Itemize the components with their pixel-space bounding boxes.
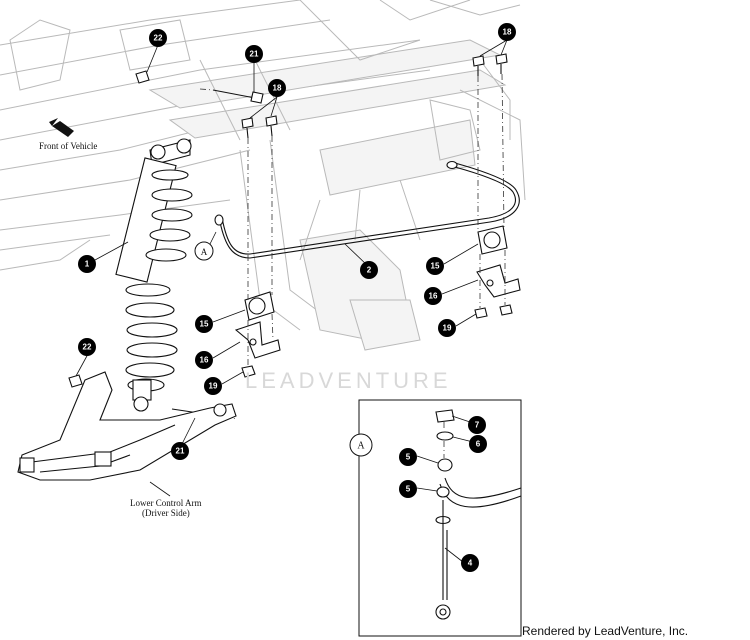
- lower-control-arm-label-line2: (Driver Side): [142, 508, 190, 518]
- watermark-logo: LEADVENTURE: [245, 368, 452, 393]
- callout-18-left: 18: [268, 79, 286, 97]
- svg-text:A: A: [357, 441, 365, 452]
- callout-5-upper: 5: [399, 448, 417, 466]
- callout-5-lower: 5: [399, 480, 417, 498]
- detail-a-inset: [358, 399, 522, 637]
- svg-text:4: 4: [468, 559, 473, 568]
- svg-text:2: 2: [367, 266, 372, 275]
- callout-15-right: 15: [426, 257, 444, 275]
- front-of-vehicle-arrow: [49, 118, 74, 137]
- svg-text:15: 15: [200, 320, 209, 329]
- svg-text:21: 21: [176, 447, 185, 456]
- callout-21-lower: 21: [171, 442, 189, 460]
- svg-text:5: 5: [406, 485, 411, 494]
- render-credit: Rendered by LeadVenture, Inc.: [522, 624, 689, 638]
- svg-text:1: 1: [85, 260, 90, 269]
- svg-text:16: 16: [429, 292, 438, 301]
- nut-22-upper: [135, 70, 150, 84]
- callout-22-upper: 22: [149, 29, 167, 47]
- callout-4: 4: [461, 554, 479, 572]
- callout-19-left: 19: [204, 377, 222, 395]
- bracket-right: [476, 264, 521, 298]
- svg-text:22: 22: [83, 343, 92, 352]
- bolts-18-right: [472, 53, 508, 76]
- shock-absorber: [115, 138, 193, 412]
- callout-2: 2: [360, 261, 378, 279]
- svg-text:6: 6: [476, 440, 481, 449]
- svg-text:A: A: [201, 247, 208, 257]
- callout-1: 1: [78, 255, 96, 273]
- nut-22-lower: [68, 374, 83, 388]
- svg-text:21: 21: [250, 50, 259, 59]
- stabilizer-bar: [214, 160, 520, 259]
- svg-text:18: 18: [273, 84, 282, 93]
- callout-7: 7: [468, 416, 486, 434]
- detail-a-inset-label: A: [349, 433, 373, 457]
- callout-15-left: 15: [195, 315, 213, 333]
- bracket-left: [234, 321, 281, 359]
- svg-text:15: 15: [431, 262, 440, 271]
- svg-text:16: 16: [200, 356, 209, 365]
- nuts-right: [474, 304, 513, 319]
- lower-control-arm-label-line1: Lower Control Arm: [130, 498, 202, 508]
- svg-text:19: 19: [443, 324, 452, 333]
- callout-16-left: 16: [195, 351, 213, 369]
- svg-text:22: 22: [154, 34, 163, 43]
- svg-text:5: 5: [406, 453, 411, 462]
- callout-18-right: 18: [498, 23, 516, 41]
- svg-text:19: 19: [209, 382, 218, 391]
- leader-lines: [75, 39, 508, 563]
- svg-text:7: 7: [475, 421, 480, 430]
- svg-text:18: 18: [503, 28, 512, 37]
- detail-a-marker: A: [194, 231, 217, 261]
- callout-21-upper: 21: [245, 45, 263, 63]
- callout-19-right: 19: [438, 319, 456, 337]
- assembly-lines: [199, 73, 506, 420]
- bushing-right: [477, 225, 508, 255]
- callout-22-lower: 22: [78, 338, 96, 356]
- callout-6: 6: [469, 435, 487, 453]
- bolt-21-upper: [212, 89, 264, 104]
- vehicle-frame: [0, 0, 526, 351]
- lower-control-arm: [17, 371, 237, 481]
- bushing-left: [244, 291, 275, 321]
- callout-16-right: 16: [424, 287, 442, 305]
- bolts-18-left: [241, 115, 278, 139]
- nut-left: [241, 365, 256, 378]
- front-of-vehicle-label: Front of Vehicle: [39, 141, 97, 151]
